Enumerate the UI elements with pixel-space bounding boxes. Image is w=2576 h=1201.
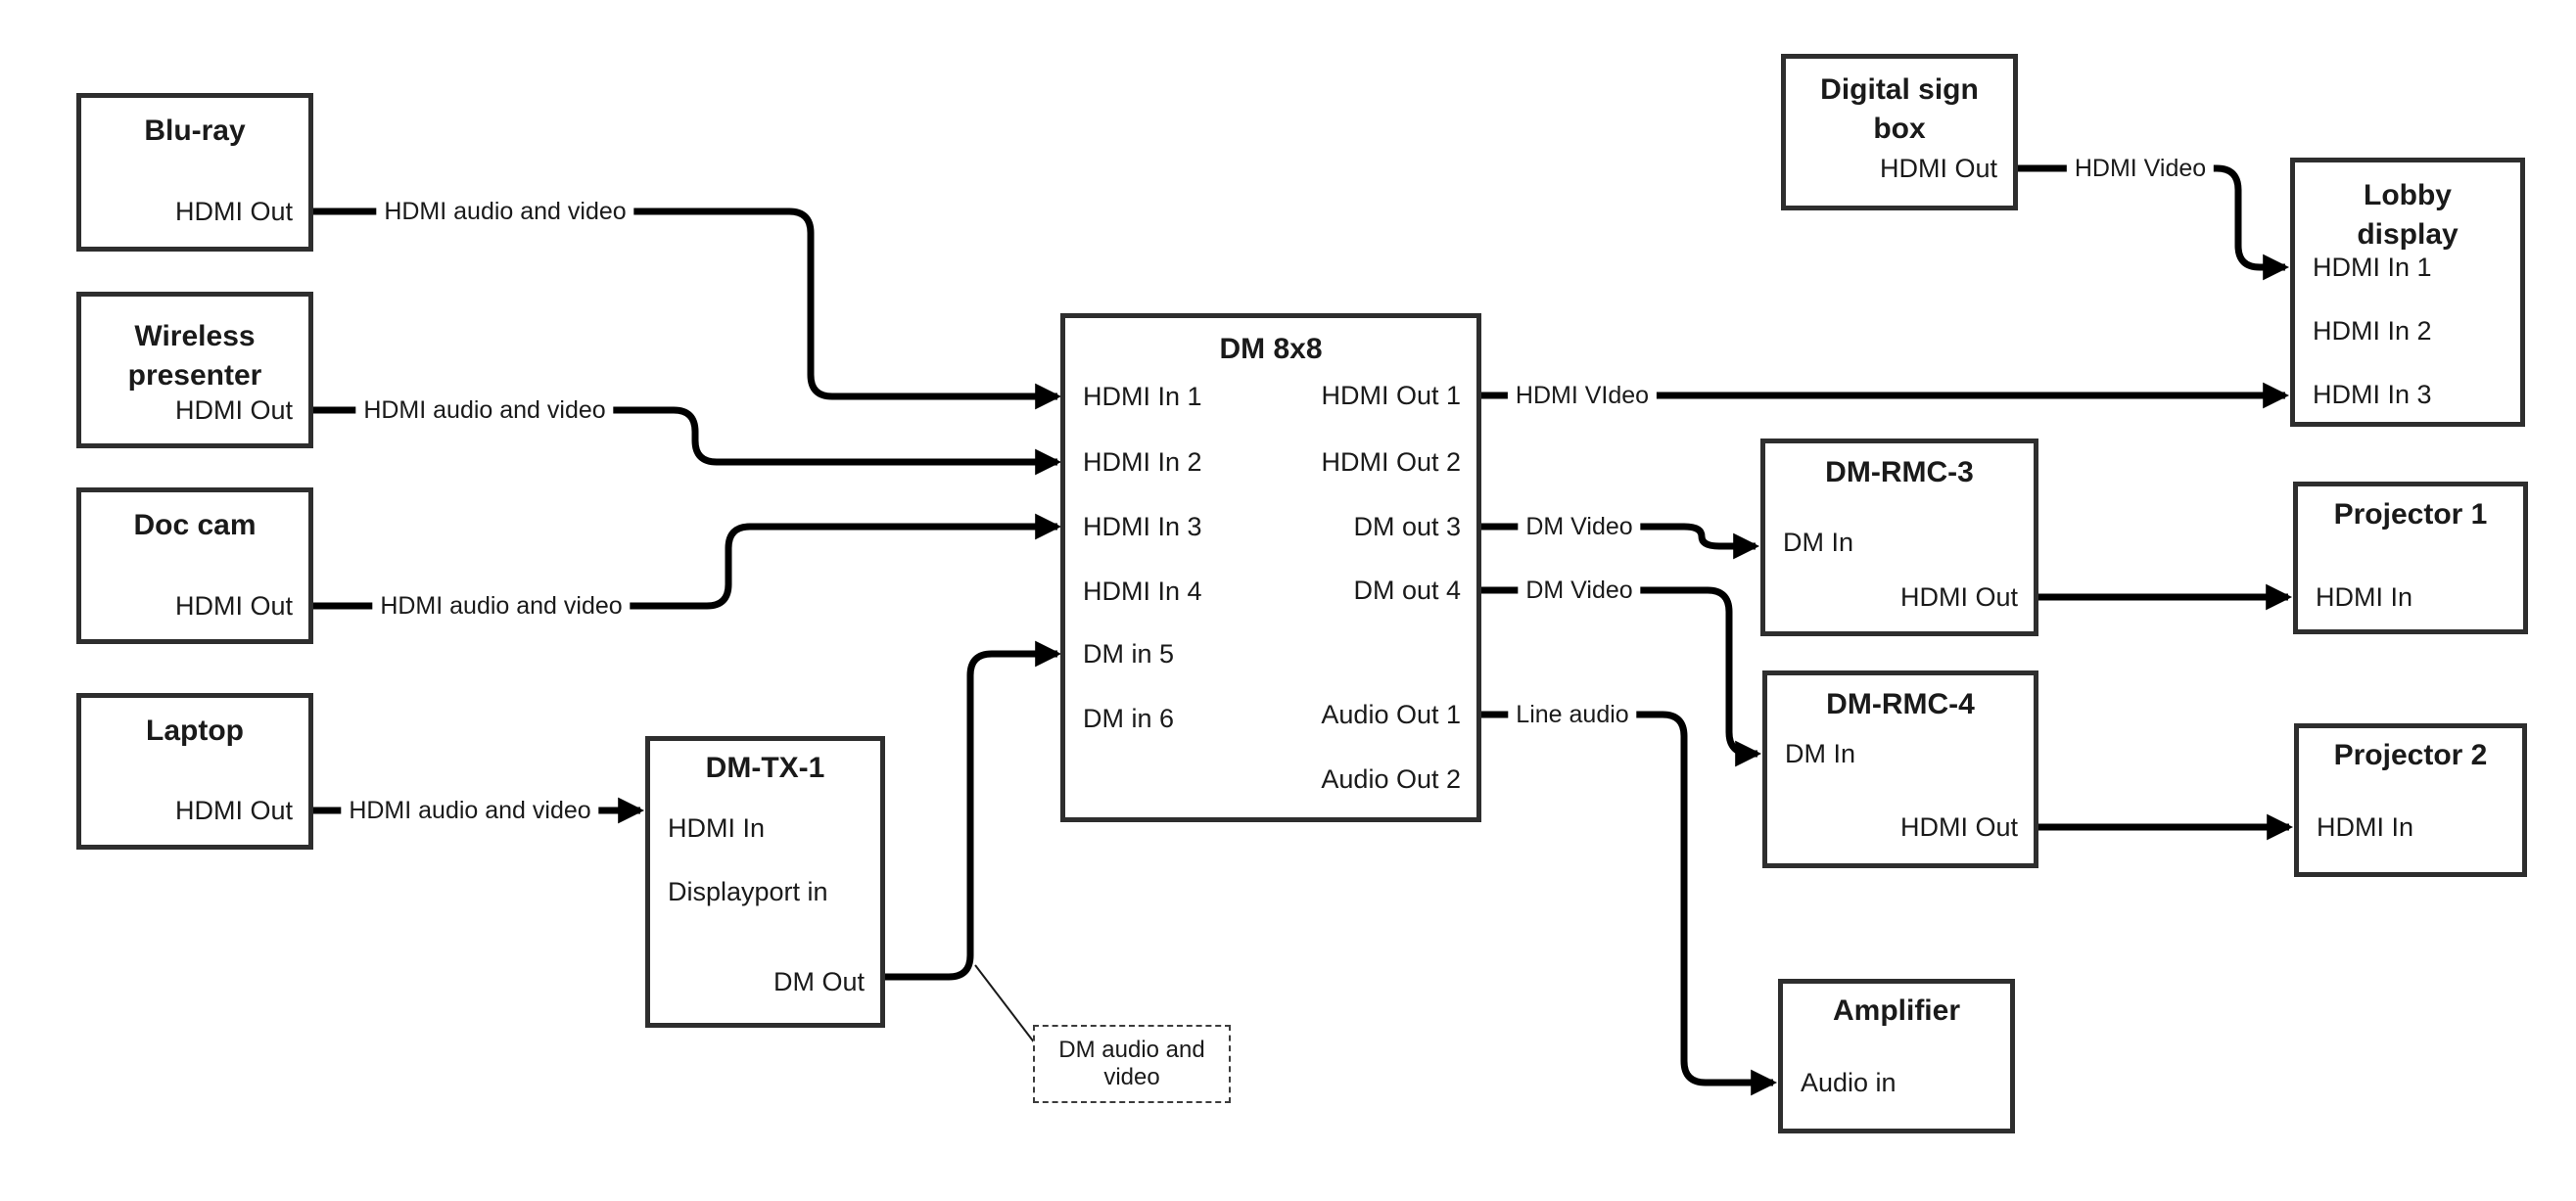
node-laptop: Laptop HDMI Out xyxy=(76,693,313,850)
edge-bluray-to-dm8x8-in1 xyxy=(313,208,1062,410)
edge-label-hdmi-video-out1: HDMI VIdeo xyxy=(1507,381,1658,410)
node-projector-1: Projector 1 HDMI In xyxy=(2293,482,2528,634)
port-dm8x8-hdmi-in-4: HDMI In 4 xyxy=(1083,577,1202,606)
port-dm8x8-dm-out-3: DM out 3 xyxy=(1353,512,1461,541)
callout-dm-audio-video: DM audio and video xyxy=(1033,1025,1231,1103)
node-wireless-presenter: Wireless presenter HDMI Out xyxy=(76,292,313,448)
node-dm-rmc-4-title: DM-RMC-4 xyxy=(1826,688,1975,720)
port-lobby-display-hdmi-in-1: HDMI In 1 xyxy=(2313,253,2432,282)
port-dm8x8-dm-in-6: DM in 6 xyxy=(1083,704,1175,733)
port-lobby-display-hdmi-in-2: HDMI In 2 xyxy=(2313,316,2432,346)
node-wireless-presenter-title: Wireless presenter xyxy=(127,320,262,392)
edge-label-laptop-hdmi-av: HDMI audio and video xyxy=(341,796,599,825)
port-dm8x8-hdmi-out-1: HDMI Out 1 xyxy=(1321,381,1461,410)
edge-digitalsign-to-lobby-in1 xyxy=(2018,164,2290,281)
node-projector-1-title: Projector 1 xyxy=(2333,498,2488,531)
node-dm-8x8: DM 8x8 HDMI In 1 HDMI In 2 HDMI In 3 HDM… xyxy=(1060,313,1481,822)
edge-label-hdmi-video-sign: HDMI Video xyxy=(2066,154,2215,183)
node-projector-2-title: Projector 2 xyxy=(2333,739,2488,771)
port-projector-1-hdmi-in: HDMI In xyxy=(2316,582,2413,612)
node-lobby-display-title: Lobby display xyxy=(2357,179,2459,251)
port-doc-cam-hdmi-out: HDMI Out xyxy=(174,591,293,621)
edge-label-dm-video-out4: DM Video xyxy=(1518,576,1641,605)
node-blu-ray-title: Blu-ray xyxy=(144,115,246,147)
node-digital-sign-box: Digital sign box HDMI Out xyxy=(1781,54,2018,210)
port-dm-rmc-4-dm-in: DM In xyxy=(1785,739,1856,768)
port-dm8x8-audio-out-2: Audio Out 2 xyxy=(1321,764,1461,794)
node-dm-rmc-4: DM-RMC-4 DM In HDMI Out xyxy=(1762,670,2038,868)
node-blu-ray: Blu-ray HDMI Out xyxy=(76,93,313,252)
port-amplifier-audio-in: Audio in xyxy=(1801,1068,1897,1097)
node-dm-tx-1-title: DM-TX-1 xyxy=(705,752,825,784)
node-dm-8x8-title: DM 8x8 xyxy=(1219,333,1323,365)
node-amplifier-title: Amplifier xyxy=(1832,994,1961,1027)
edge-label-line-audio: Line audio xyxy=(1508,700,1637,729)
edge-label-dm-video-out3: DM Video xyxy=(1518,512,1641,541)
node-dm-rmc-3-title: DM-RMC-3 xyxy=(1825,456,1974,488)
edge-label-wireless-hdmi-av: HDMI audio and video xyxy=(355,395,614,425)
port-dm8x8-hdmi-in-3: HDMI In 3 xyxy=(1083,512,1202,541)
callout-leader-line xyxy=(974,964,1036,1044)
port-dm-tx-1-dm-out: DM Out xyxy=(773,967,865,996)
port-dm8x8-hdmi-in-1: HDMI In 1 xyxy=(1083,382,1202,411)
node-dm-tx-1: DM-TX-1 HDMI In Displayport in DM Out xyxy=(645,736,885,1028)
port-dm8x8-hdmi-out-2: HDMI Out 2 xyxy=(1321,447,1461,477)
edge-dmtx1-to-dm8x8-in5 xyxy=(885,640,1062,981)
port-dm8x8-audio-out-1: Audio Out 1 xyxy=(1321,700,1461,729)
port-dm-tx-1-displayport-in: Displayport in xyxy=(668,877,828,906)
port-laptop-hdmi-out: HDMI Out xyxy=(174,796,293,825)
node-dm-rmc-3: DM-RMC-3 DM In HDMI Out xyxy=(1760,439,2038,636)
port-dm-rmc-3-hdmi-out: HDMI Out xyxy=(1899,582,2018,612)
node-projector-2: Projector 2 HDMI In xyxy=(2294,723,2527,877)
node-digital-sign-box-title: Digital sign box xyxy=(1820,73,1979,145)
edge-dm8x8-audio1-to-amplifier xyxy=(1481,711,1778,1096)
node-laptop-title: Laptop xyxy=(146,715,244,747)
edge-label-bluray-hdmi-av: HDMI audio and video xyxy=(376,197,634,226)
node-doc-cam-title: Doc cam xyxy=(133,509,257,541)
port-dm-rmc-4-hdmi-out: HDMI Out xyxy=(1899,812,2018,842)
node-doc-cam: Doc cam HDMI Out xyxy=(76,487,313,644)
port-digital-sign-box-hdmi-out: HDMI Out xyxy=(1879,154,1997,183)
port-wireless-presenter-hdmi-out: HDMI Out xyxy=(174,395,293,425)
port-projector-2-hdmi-in: HDMI In xyxy=(2317,812,2414,842)
node-amplifier: Amplifier Audio in xyxy=(1778,979,2015,1133)
port-lobby-display-hdmi-in-3: HDMI In 3 xyxy=(2313,380,2432,409)
port-dm8x8-dm-out-4: DM out 4 xyxy=(1353,576,1461,605)
node-lobby-display: Lobby display HDMI In 1 HDMI In 2 HDMI I… xyxy=(2290,158,2525,427)
port-dm8x8-hdmi-in-2: HDMI In 2 xyxy=(1083,447,1202,477)
port-blu-ray-hdmi-out: HDMI Out xyxy=(174,197,293,226)
port-dm8x8-dm-in-5: DM in 5 xyxy=(1083,639,1175,669)
port-dm-tx-1-hdmi-in: HDMI In xyxy=(668,813,766,843)
edge-label-doccam-hdmi-av: HDMI audio and video xyxy=(372,591,631,621)
port-dm-rmc-3-dm-in: DM In xyxy=(1783,528,1854,557)
